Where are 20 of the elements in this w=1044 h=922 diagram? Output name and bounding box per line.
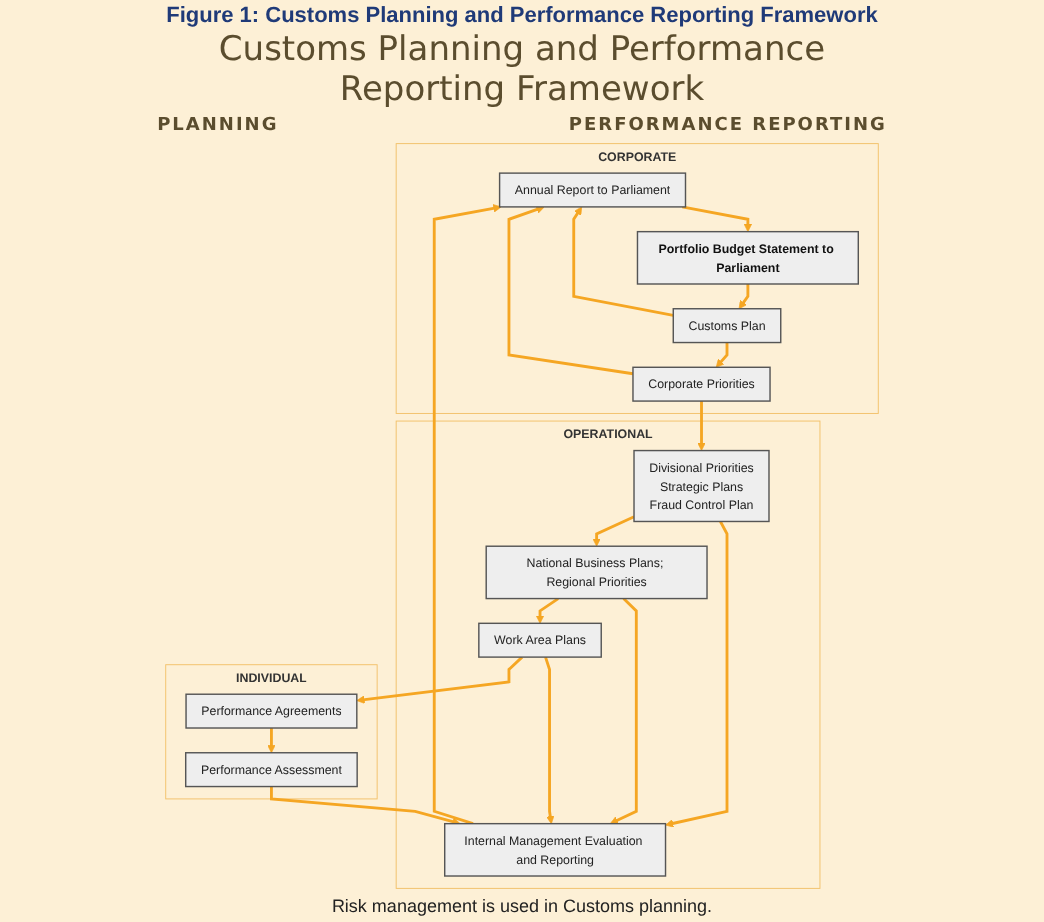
column-heading: PERFORMANCE REPORTING bbox=[568, 116, 887, 137]
arrow bbox=[267, 728, 276, 754]
arrow bbox=[507, 205, 634, 376]
arrow bbox=[681, 205, 753, 233]
arrow bbox=[544, 656, 555, 825]
arrow bbox=[609, 597, 638, 825]
figure-caption: Figure 1: Customs Planning and Performance Reporting Framework bbox=[166, 4, 878, 28]
arrow bbox=[738, 284, 750, 310]
arrow bbox=[715, 342, 729, 368]
arrow bbox=[270, 786, 461, 826]
arrow bbox=[432, 204, 502, 826]
column-heading: PLANNING bbox=[157, 116, 279, 137]
arrow bbox=[356, 656, 524, 704]
arrow bbox=[592, 515, 635, 547]
diagram-title: Customs Planning and Performance Reporting Framework bbox=[216, 32, 828, 111]
arrow bbox=[665, 520, 729, 828]
arrow bbox=[697, 401, 706, 452]
arrow bbox=[572, 206, 674, 317]
arrow bbox=[535, 597, 559, 624]
note-text: Risk management is used in Customs planning. bbox=[331, 896, 713, 916]
